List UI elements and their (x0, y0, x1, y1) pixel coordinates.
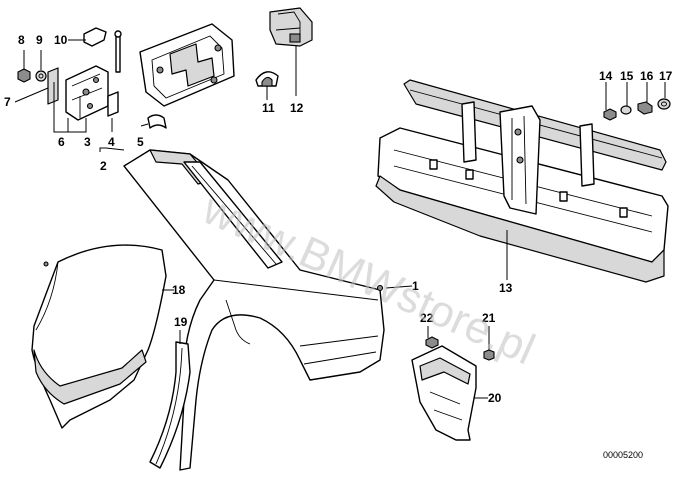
clip-part-5 (147, 114, 167, 129)
callout-19: 19 (174, 315, 188, 329)
callout-16: 16 (640, 69, 654, 83)
wheel-arch-part-18 (31, 244, 167, 429)
side-panel-part-1 (123, 149, 385, 471)
callout-12: 12 (290, 101, 304, 115)
drawing-code: 00005200 (603, 450, 643, 460)
callout-20: 20 (488, 391, 502, 405)
callout-13: 13 (499, 281, 513, 295)
callout-6: 6 (58, 135, 65, 149)
bracket-part-4 (107, 91, 119, 117)
callout-3: 3 (84, 135, 91, 149)
callout-5: 5 (137, 135, 144, 149)
cap-part-11 (255, 71, 279, 87)
washer-part-15 (620, 105, 632, 115)
washer-part-17 (657, 98, 671, 110)
clip-part-10 (83, 27, 107, 47)
washer-part-9 (35, 70, 47, 82)
c-pillar-moulding (183, 161, 283, 269)
flap-cross-cutout (169, 43, 215, 87)
callout-1: 1 (412, 279, 419, 293)
rod-part (115, 35, 121, 73)
nut-part-8 (17, 68, 31, 83)
nut-part-16 (637, 101, 653, 115)
bracket-assembly-20 (411, 336, 495, 441)
screw-part-22 (425, 336, 439, 349)
quarter-panel (123, 149, 385, 471)
bolt-part-14 (603, 108, 617, 121)
callout-labels: 1 2 3 4 5 6 7 8 9 10 11 12 13 14 15 16 1… (4, 33, 673, 405)
callout-18: 18 (172, 283, 186, 297)
callout-14: 14 (599, 69, 613, 83)
callout-7: 7 (4, 95, 11, 109)
hinge-bracket-assembly (17, 27, 122, 121)
hinge-plate-part-7 (47, 67, 59, 105)
leader-lines (14, 39, 666, 399)
filler-flap-housing (139, 23, 235, 129)
callout-2: 2 (100, 159, 107, 173)
callout-9: 9 (36, 33, 43, 47)
cover-part-12 (269, 7, 313, 47)
callout-22: 22 (420, 311, 434, 325)
callout-10: 10 (54, 33, 68, 47)
rear-panel-part-13 (375, 79, 669, 283)
trim-strip-part-19 (149, 341, 191, 469)
callout-15: 15 (620, 69, 634, 83)
callout-11: 11 (262, 101, 275, 115)
callout-4: 4 (108, 135, 115, 149)
callout-21: 21 (482, 311, 496, 325)
callout-17: 17 (659, 69, 673, 83)
callout-8: 8 (18, 33, 25, 47)
fasteners-14-17 (603, 98, 671, 121)
